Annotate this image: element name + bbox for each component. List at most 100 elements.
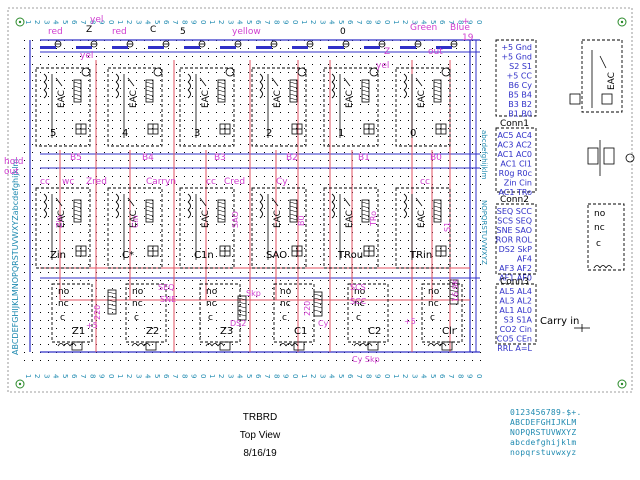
grid-hole (280, 288, 281, 289)
grid-hole (40, 112, 41, 113)
grid-hole (24, 200, 25, 201)
grid-hole (400, 128, 401, 129)
grid-hole (480, 344, 481, 345)
resistor-hatch (433, 97, 442, 101)
grid-hole (360, 176, 361, 177)
grid-hole (232, 176, 233, 177)
grid-hole (216, 208, 217, 209)
grid-hole (24, 304, 25, 305)
grid-hole (248, 312, 249, 313)
connector-3-label: Conn3 (500, 277, 529, 287)
grid-hole (152, 104, 153, 105)
relay-contact (415, 77, 423, 87)
grid-hole (192, 328, 193, 329)
grid-hole (280, 280, 281, 281)
row3-signal-label: Cy (318, 319, 329, 328)
grid-hole (136, 176, 137, 177)
grid-hole (360, 360, 361, 361)
relay-coil-icon (217, 343, 225, 347)
grid-hole (232, 232, 233, 233)
grid-hole (456, 56, 457, 57)
bottom-scale-digit: 2 (125, 374, 133, 378)
grid-hole (400, 344, 401, 345)
row2-mid-label: B0 (297, 215, 306, 226)
grid-hole (448, 296, 449, 297)
grid-hole (200, 120, 201, 121)
grid-hole (40, 248, 41, 249)
grid-hole (120, 264, 121, 265)
grid-hole (384, 208, 385, 209)
grid-hole (288, 328, 289, 329)
grid-hole (440, 184, 441, 185)
grid-hole (392, 192, 393, 193)
grid-hole (104, 288, 105, 289)
grid-hole (464, 320, 465, 321)
grid-hole (120, 112, 121, 113)
grid-hole (240, 248, 241, 249)
grid-hole (56, 312, 57, 313)
grid-hole (40, 320, 41, 321)
grid-hole (328, 256, 329, 257)
grid-hole (176, 280, 177, 281)
grid-hole (368, 224, 369, 225)
grid-hole (24, 192, 25, 193)
grid-hole (104, 360, 105, 361)
grid-hole (368, 192, 369, 193)
grid-hole (32, 344, 33, 345)
grid-hole (232, 80, 233, 81)
relay-name-label: 5 (50, 128, 56, 139)
grid-hole (56, 48, 57, 49)
top-scale-digit: 7 (263, 20, 271, 24)
grid-hole (408, 328, 409, 329)
grid-hole (200, 312, 201, 313)
grid-hole (472, 312, 473, 313)
grid-hole (280, 192, 281, 193)
grid-hole (304, 304, 305, 305)
grid-hole (376, 176, 377, 177)
grid-hole (32, 336, 33, 337)
grid-hole (208, 336, 209, 337)
grid-hole (320, 328, 321, 329)
grid-hole (56, 80, 57, 81)
grid-hole (64, 104, 65, 105)
grid-hole (184, 96, 185, 97)
resistor-hatch (217, 205, 226, 209)
grid-hole (40, 88, 41, 89)
grid-hole (392, 360, 393, 361)
grid-hole (400, 72, 401, 73)
grid-hole (200, 336, 201, 337)
grid-hole (320, 72, 321, 73)
grid-hole (104, 152, 105, 153)
grid-hole (120, 80, 121, 81)
bottom-scale-digit: 2 (309, 374, 317, 378)
connector-1-pin: +5 Gnd (501, 53, 532, 62)
grid-hole (104, 192, 105, 193)
grid-hole (312, 200, 313, 201)
grid-hole (184, 208, 185, 209)
grid-hole (440, 232, 441, 233)
grid-hole (232, 72, 233, 73)
grid-hole (184, 128, 185, 129)
grid-hole (376, 304, 377, 305)
connector-1-pin: B6 Cy (509, 81, 533, 90)
grid-hole (464, 88, 465, 89)
grid-hole (248, 320, 249, 321)
relay-coil-icon (439, 343, 447, 347)
grid-hole (472, 120, 473, 121)
grid-hole (176, 288, 177, 289)
grid-hole (464, 288, 465, 289)
grid-hole (432, 360, 433, 361)
grid-hole (224, 208, 225, 209)
loose-relay2-outline (587, 203, 625, 271)
grid-hole (32, 248, 33, 249)
grid-hole (144, 320, 145, 321)
grid-hole (184, 280, 185, 281)
small-relay-c: c (208, 313, 213, 323)
grid-hole (248, 64, 249, 65)
grid-hole (440, 160, 441, 161)
grid-hole (64, 192, 65, 193)
grid-hole (264, 288, 265, 289)
grid-hole (200, 104, 201, 105)
grid-hole (352, 144, 353, 145)
grid-hole (104, 48, 105, 49)
